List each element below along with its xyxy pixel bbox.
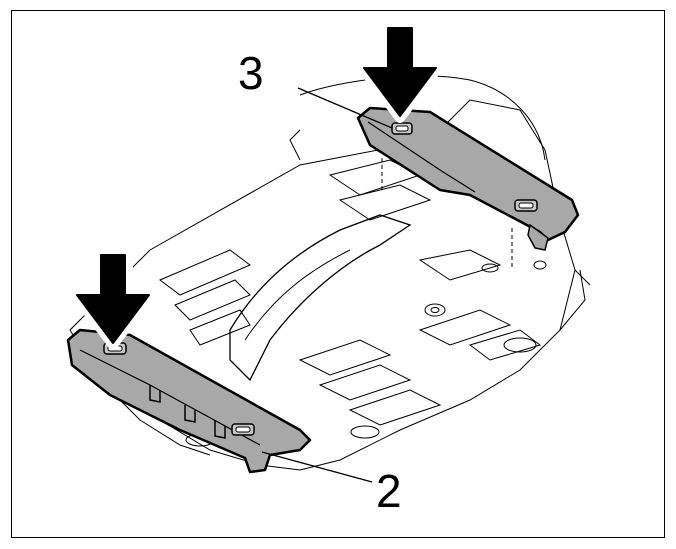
callout-label-2: 2: [376, 465, 402, 517]
leader-line-3: [297, 87, 393, 129]
leader-lines: [261, 87, 393, 483]
leader-line-2: [261, 451, 373, 483]
alignment-lines: [381, 158, 513, 268]
down-arrow-icon: [68, 247, 158, 350]
part-2-bracket: [66, 328, 312, 474]
down-arrow-icon: [355, 20, 445, 123]
part-3-bracket: [356, 106, 580, 251]
callout-label-3: 3: [238, 47, 264, 99]
